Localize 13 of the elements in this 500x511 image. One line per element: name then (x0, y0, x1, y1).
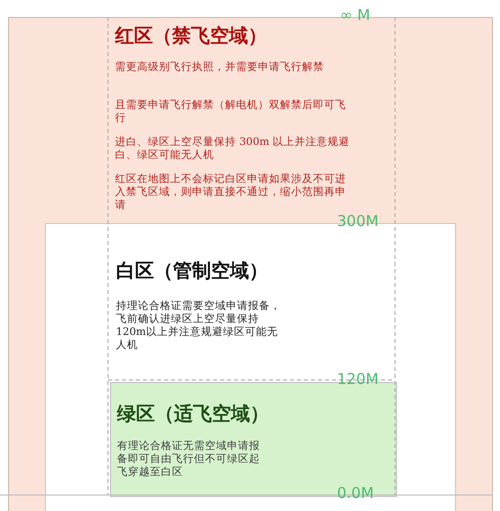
altitude-label: ∞ M (340, 6, 370, 24)
zone-heading: 绿区（适飞空域） (117, 402, 269, 427)
zone-description: 有理论合格证无需空域申请报备即可自由飞行但不可绿区起飞穿越至白区 (117, 440, 261, 479)
zone-description: 需更高级别飞行执照，并需要申请飞行解禁 (115, 61, 325, 74)
zone-heading: 红区（禁飞空域） (115, 24, 267, 49)
zone-heading: 白区（管制空域） (116, 259, 268, 284)
altitude-label: 0.0M (337, 484, 374, 502)
zone-description: 且需要申请飞行解禁（解电机）双解禁后即可飞行 (115, 99, 347, 125)
zone-description: 红区在地图上不会标记白区申请如果涉及不可进入禁飞区域，则申请直接不通过，缩小范围再申请 (115, 173, 347, 212)
zone-description: 持理论合格证需要空域申请报备，飞前确认进绿区上空尽量保持120m以上并注意规避绿区可能无人机 (116, 300, 281, 352)
altitude-label: 300M (337, 212, 379, 230)
zone-description: 进白、绿区上空尽量保持 300m 以上并注意规避白、绿区可能无人机 (115, 136, 351, 162)
altitude-label: 120M (337, 370, 379, 388)
